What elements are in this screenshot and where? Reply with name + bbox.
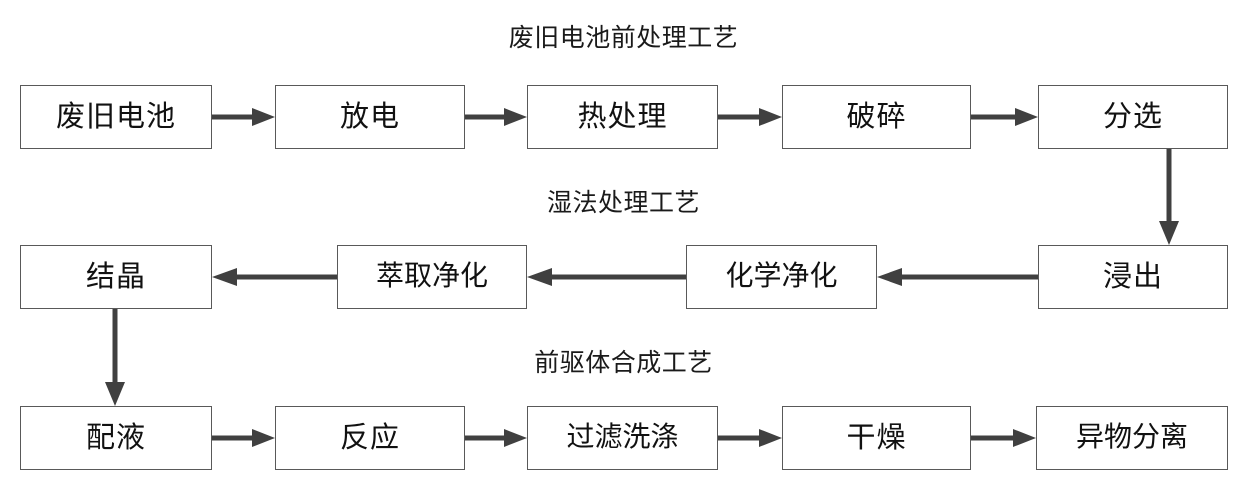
node-solution-preparation[interactable]: 配液 [20, 406, 212, 470]
node-label: 过滤洗涤 [566, 422, 679, 453]
arrow-right-icon [212, 106, 275, 128]
section-title-pretreatment: 废旧电池前处理工艺 [508, 25, 739, 52]
connector-crystallization-to-solution [103, 309, 127, 406]
node-label: 热处理 [577, 100, 668, 133]
section-title-hydrometallurgy: 湿法处理工艺 [546, 190, 700, 217]
node-label: 化学净化 [725, 261, 838, 292]
arrow-left-icon [527, 266, 686, 288]
node-label: 萃取净化 [375, 261, 488, 292]
node-label: 放电 [339, 100, 400, 133]
arrow-right-icon [971, 427, 1036, 449]
node-sorting[interactable]: 分选 [1038, 85, 1228, 149]
node-filtration-washing[interactable]: 过滤洗涤 [527, 406, 718, 470]
node-foreign-matter-separation[interactable]: 异物分离 [1036, 406, 1228, 470]
node-label: 废旧电池 [55, 100, 176, 133]
node-chemical-purification[interactable]: 化学净化 [686, 245, 877, 309]
node-discharge[interactable]: 放电 [275, 85, 465, 149]
arrow-left-icon [877, 266, 1038, 288]
node-label: 配液 [85, 421, 146, 454]
node-crystallization[interactable]: 结晶 [20, 245, 212, 309]
arrow-right-icon [971, 106, 1038, 128]
arrow-right-icon [718, 106, 782, 128]
node-waste-battery[interactable]: 废旧电池 [20, 85, 212, 149]
arrow-right-icon [212, 427, 275, 449]
node-crushing[interactable]: 破碎 [782, 85, 971, 149]
connector-sorting-to-leaching [1157, 149, 1181, 245]
node-heat-treatment[interactable]: 热处理 [527, 85, 718, 149]
node-drying[interactable]: 干燥 [782, 406, 971, 470]
arrow-right-icon [465, 427, 527, 449]
node-extraction-purification[interactable]: 萃取净化 [337, 245, 527, 309]
node-label: 浸出 [1102, 260, 1163, 293]
node-label: 结晶 [85, 260, 146, 293]
node-reaction[interactable]: 反应 [275, 406, 465, 470]
node-label: 干燥 [846, 421, 907, 454]
arrow-right-icon [465, 106, 527, 128]
node-label: 异物分离 [1075, 422, 1188, 453]
node-label: 分选 [1102, 100, 1163, 133]
arrow-left-icon [212, 266, 337, 288]
section-title-precursor-synthesis: 前驱体合成工艺 [534, 350, 713, 377]
node-label: 破碎 [846, 100, 907, 133]
node-label: 反应 [339, 421, 400, 454]
arrow-right-icon [718, 427, 782, 449]
node-leaching[interactable]: 浸出 [1038, 245, 1228, 309]
